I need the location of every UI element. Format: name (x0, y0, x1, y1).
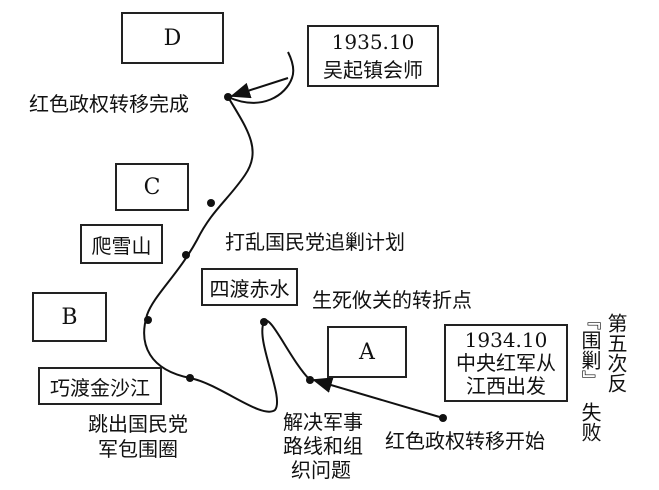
fifth-campaign-col3: 失败 (578, 402, 602, 442)
jinsha-label: 巧渡金沙江 (50, 375, 150, 400)
solve-line-1: 解决军事 (283, 410, 363, 434)
route-path (143, 96, 311, 413)
box-start: 1934.10 中央红军从江西出发 (444, 324, 568, 402)
box-b: B (32, 292, 107, 342)
route-upper-loop (227, 51, 295, 104)
label-disrupt-plan: 打乱国民党追剿计划 (225, 230, 405, 254)
fifth-campaign-col2: 『围剿』 (578, 310, 602, 390)
solve-line-2: 路线和组 (283, 434, 363, 458)
escape-line-1: 跳出国民党 (88, 412, 188, 436)
box-a-label: A (359, 339, 375, 365)
box-snow-mountain: 爬雪山 (80, 224, 163, 264)
fifth-campaign-col1: 第五次反 (604, 313, 628, 393)
box-end: 1935.10 吴起镇会师 (307, 25, 439, 87)
end-date: 1935.10 (331, 29, 415, 54)
route-dot (224, 93, 232, 101)
box-d-label: D (163, 25, 182, 51)
label-turning-point: 生死攸关的转折点 (312, 288, 472, 312)
box-chishui: 四渡赤水 (201, 268, 298, 306)
route-dot (144, 316, 152, 324)
label-solve-issues: 解决军事 路线和组 织问题 (283, 410, 363, 482)
route-dot (260, 318, 268, 326)
label-transfer-start: 红色政权转移开始 (385, 429, 545, 453)
arrow-end (230, 77, 289, 99)
route-dot (439, 414, 447, 422)
box-b-label: B (61, 304, 78, 330)
arrow-start (312, 377, 444, 419)
box-a: A (327, 326, 407, 378)
solve-line-3: 织问题 (291, 458, 351, 482)
route-dot (186, 374, 194, 382)
label-escape-encirclement: 跳出国民党 军包围圈 (88, 412, 188, 462)
label-transfer-complete: 红色政权转移完成 (29, 92, 189, 116)
box-c: C (115, 163, 189, 211)
route-dot (207, 199, 215, 207)
box-c-label: C (143, 174, 161, 200)
box-d: D (121, 12, 224, 64)
chishui-label: 四渡赤水 (209, 276, 290, 301)
escape-line-2: 军包围圈 (98, 437, 178, 461)
route-dot (182, 251, 190, 259)
end-text: 吴起镇会师 (323, 57, 423, 82)
snow-mountain-label: 爬雪山 (91, 233, 152, 258)
route-dot (306, 376, 314, 384)
box-jinsha: 巧渡金沙江 (38, 367, 162, 405)
start-text: 中央红军从江西出发 (456, 351, 556, 398)
start-date: 1934.10 (464, 328, 548, 352)
